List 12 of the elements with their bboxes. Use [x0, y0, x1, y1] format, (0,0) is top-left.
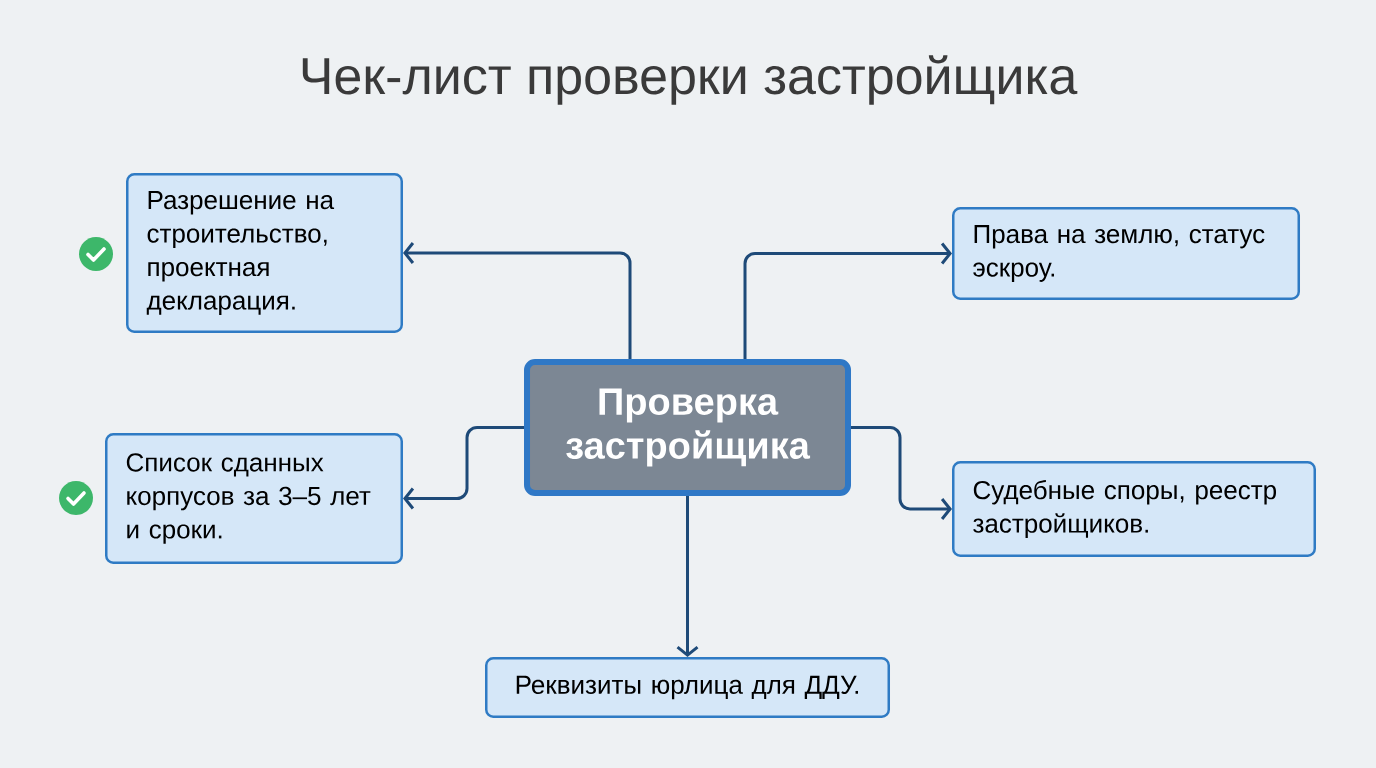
process-box: Список сданных корпусов за 3–5 лет и сроки. — [105, 433, 403, 564]
arrow — [676, 496, 699, 657]
central-box: Проверка застройщика — [524, 359, 851, 496]
process-box: Судебные споры, реестр застройщиков. — [952, 461, 1316, 557]
process-box: Права на землю, статус эскроу. — [952, 207, 1300, 300]
arrow — [851, 426, 952, 520]
arrow — [403, 242, 632, 359]
arrow — [403, 426, 524, 510]
process-box: Разрешение на строительство, проектная декларация. — [126, 173, 403, 333]
process-box: Реквизиты юрлица для ДДУ. — [485, 657, 890, 718]
title: Чек-лист проверки застройщика — [302, 55, 1078, 105]
arrow — [743, 242, 952, 359]
